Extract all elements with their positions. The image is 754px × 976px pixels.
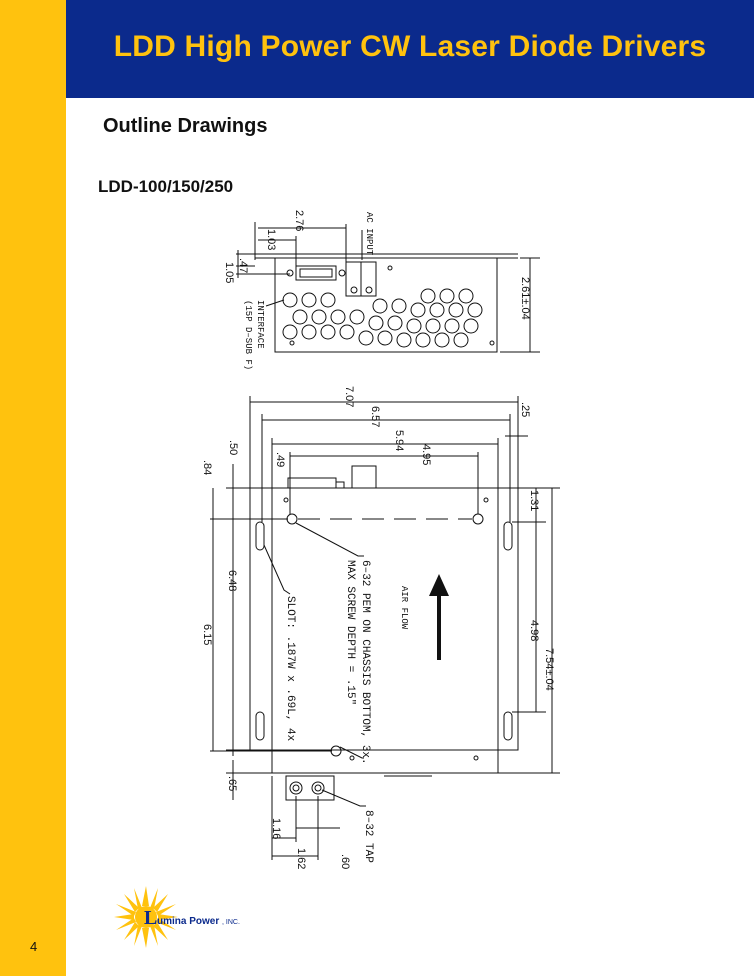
pem-hole [472, 513, 484, 525]
page-number: 4 [30, 939, 38, 954]
dim-1-03: 1.03 [265, 229, 277, 250]
label-interface: INTERFACE [255, 300, 265, 349]
page-title: LDD High Power CW Laser Diode Drivers [113, 30, 707, 63]
dim-7-07: 7.07 [343, 386, 355, 407]
dim-6-15: 6.15 [201, 624, 213, 645]
vent-holes [282, 288, 483, 348]
label-pem-note-line1: 6–32 PEM ON CHASSIS BOTTOM, 3x. [359, 560, 371, 765]
dim-6-48: 6.48 [226, 570, 238, 591]
label-ac-input: AC INPUT [364, 212, 374, 256]
dim-2-76: 2.76 [293, 210, 305, 231]
dim-1-16: 1.16 [270, 818, 282, 839]
mounting-slot [503, 711, 513, 741]
air-flow-arrow [429, 574, 449, 660]
dim-0-60: .60 [339, 854, 351, 869]
pem-hole [330, 745, 342, 757]
label-pem-note-line2: MAX SCREW DEPTH = .15" [344, 560, 356, 705]
mounting-slot [503, 521, 513, 551]
logo-suffix: , INC. [222, 919, 240, 926]
chassis-outline [271, 487, 499, 774]
dim-1-62: 1.62 [295, 848, 307, 869]
chassis-side-outline [274, 257, 498, 353]
dim-7-54: 7.54±.04 [543, 648, 555, 691]
label-tap-note: 8–32 TAP [362, 810, 374, 863]
logo-initial: L [144, 907, 157, 929]
dim-4-95: 4.95 [420, 444, 432, 465]
dim-1-05: 1.05 [223, 262, 235, 283]
label-air-flow: AIR FLOW [399, 586, 409, 630]
page-header: LDD High Power CW Laser Diode Drivers [66, 0, 754, 98]
logo-name: umina Power [157, 916, 219, 927]
dim-0-25: .25 [519, 402, 531, 417]
lumina-power-logo: L umina Power , INC. [114, 886, 240, 948]
label-dsub: (15P D–SUB F) [243, 300, 253, 370]
dim-6-57: 6.57 [369, 406, 381, 427]
pem-hole [286, 513, 298, 525]
dim-2-61: 2.61±.04 [519, 277, 531, 320]
mounting-slot [255, 711, 265, 741]
dim-0-49: .49 [274, 452, 286, 467]
dim-0-84: .84 [201, 460, 213, 475]
mounting-slot [255, 521, 265, 551]
dim-1-31: 1.31 [528, 490, 540, 511]
label-slot-note: SLOT: .187W x .69L, 4x [284, 596, 296, 742]
dim-5-94: 5.94 [393, 430, 405, 451]
side-color-bar [0, 0, 66, 976]
dim-0-65: .65 [226, 776, 238, 791]
section-title: Outline Drawings [103, 115, 268, 137]
dim-0-47: .47 [237, 258, 249, 273]
dim-0-50: .50 [227, 440, 239, 455]
dim-4-98: 4.98 [528, 620, 540, 641]
model-title: LDD-100/150/250 [98, 177, 234, 196]
